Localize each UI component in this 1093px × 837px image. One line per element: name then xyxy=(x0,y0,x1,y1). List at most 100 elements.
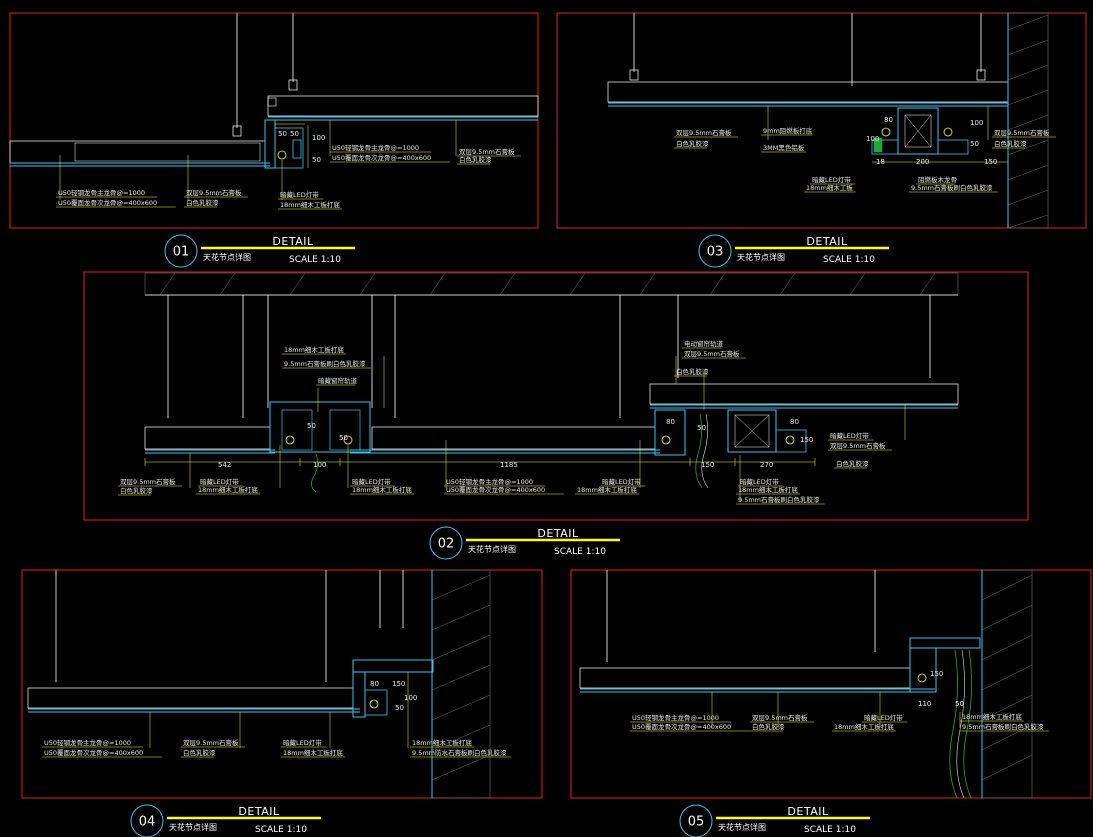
annotation-label: 9.5mm石膏板刷白色乳胶漆 xyxy=(911,183,993,192)
annotation-label: 18mm细木工板打底 xyxy=(412,738,472,747)
annotation-label: U50轻钢龙骨主龙骨@=1000 xyxy=(332,143,419,152)
detail-05-section xyxy=(579,569,1033,799)
detail-scale: SCALE 1:10 xyxy=(823,255,875,265)
detail-title: DETAIL xyxy=(238,805,280,818)
annotation-label: U50轻钢龙骨主龙骨@=1000 xyxy=(632,713,719,722)
dimension-label: 50 xyxy=(339,434,348,442)
detail-number-circle xyxy=(164,234,198,268)
detail-number: 03 xyxy=(707,245,724,260)
annotation-label: 双层9.5mm石膏板 xyxy=(183,738,239,747)
dimension-label: 50 xyxy=(970,140,979,148)
detail-scale: SCALE 1:10 xyxy=(289,255,341,265)
annotation-label: 暗藏LED灯带 xyxy=(200,477,239,486)
annotation-label: 双层9.5mm石膏板 xyxy=(186,188,242,197)
detail-number-circle xyxy=(698,234,732,268)
detail-scale: SCALE 1:10 xyxy=(255,825,307,835)
detail-title: DETAIL xyxy=(272,235,314,248)
dimension-label: 150 xyxy=(984,158,997,166)
annotation-label: 白色乳胶漆 xyxy=(994,139,1027,148)
detail-04-frame xyxy=(21,569,543,799)
annotation-label: 白色乳胶漆 xyxy=(676,139,709,148)
detail-02-section xyxy=(144,272,959,500)
detail-number-circle xyxy=(130,804,164,837)
detail-number-circle xyxy=(679,804,713,837)
annotation-label: 18mm细木工板打底 xyxy=(352,485,412,494)
annotations-05: U50轻钢龙骨主龙骨@=1000U50覆面龙骨次龙骨@=400x600双层9.5… xyxy=(630,670,1049,732)
annotation-label: 18mm细木工板打底 xyxy=(283,748,343,757)
annotation-label: 电动窗帘轨道 xyxy=(684,339,724,348)
annotation-label: U50轻钢龙骨主龙骨@=1000 xyxy=(44,738,131,747)
annotation-label: 9mm阻燃板打底 xyxy=(763,126,813,135)
annotations-03: 双层9.5mm石膏板白色乳胶漆9mm阻燃板打底3MM黑色铝板暗藏LED灯带18m… xyxy=(674,116,1056,193)
detail-subtitle: 天花节点详图 xyxy=(468,544,516,554)
dimension-label: 80 xyxy=(666,418,675,426)
detail-02-frame xyxy=(83,271,1029,521)
dimension-label: 50 xyxy=(697,424,706,432)
annotation-label: 18mm细木工板打底 xyxy=(962,712,1022,721)
annotation-label: 双层9.5mm石膏板 xyxy=(676,128,732,137)
annotation-label: U50覆面龙骨次龙骨@=400x600 xyxy=(44,748,143,757)
detail-03-section xyxy=(607,12,1049,229)
annotation-label: 双层9.5mm石膏板 xyxy=(120,477,176,486)
dimension-label: 50 xyxy=(312,156,321,164)
annotation-label: 白色乳胶漆 xyxy=(676,367,709,376)
dimension-label: 110 xyxy=(918,700,931,708)
annotation-label: 白色乳胶漆 xyxy=(752,722,785,731)
annotation-label: 白色乳胶漆 xyxy=(459,155,492,164)
dimension-label: 1185 xyxy=(500,461,518,469)
detail-number: 04 xyxy=(139,815,156,830)
annotation-label: 白色乳胶漆 xyxy=(836,459,869,468)
annotation-label: U50轻钢龙骨主龙骨@=1000 xyxy=(446,477,533,486)
annotation-label: 暗藏LED灯带 xyxy=(812,175,851,184)
dimension-label: 150 xyxy=(800,436,813,444)
detail-scale: SCALE 1:10 xyxy=(804,825,856,835)
annotation-label: U50覆面龙骨次龙骨@=400x600 xyxy=(632,722,731,731)
detail-number: 01 xyxy=(173,245,190,260)
dimension-label: 18 xyxy=(876,158,885,166)
detail-04-section xyxy=(27,569,491,799)
detail-number: 02 xyxy=(438,537,455,552)
annotation-label: 18mm细木工板打底 xyxy=(577,485,637,494)
dimension-label: 100 xyxy=(970,119,983,127)
annotation-label: 暗藏窗帘轨道 xyxy=(318,376,358,385)
detail-03-frame xyxy=(556,12,1087,229)
annotation-label: 暗藏LED灯带 xyxy=(740,477,779,486)
dimension-label: 270 xyxy=(760,461,773,469)
annotation-label: 双层9.5mm石膏板 xyxy=(994,128,1050,137)
annotation-label: 白色乳胶漆 xyxy=(183,748,216,757)
annotation-label: U50覆面龙骨次龙骨@=400x600 xyxy=(446,485,545,494)
annotation-label: 18mm细木工板打底 xyxy=(198,485,258,494)
detail-subtitle: 天花节点详图 xyxy=(718,822,766,832)
dimension-label: 80 xyxy=(790,418,799,426)
detail-scale: SCALE 1:10 xyxy=(554,547,606,557)
detail-title: DETAIL xyxy=(806,235,848,248)
dimension-label: 50 xyxy=(290,130,299,138)
dimension-label: 80 xyxy=(370,680,379,688)
detail-05-frame xyxy=(570,569,1092,799)
annotation-label: U50覆面龙骨次龙骨@=400x600 xyxy=(332,153,431,162)
dimension-label: 100 xyxy=(404,694,417,702)
annotation-label: 双层9.5mm石膏板 xyxy=(830,441,886,450)
annotation-label: 9.5mm石膏板刷白色乳胶漆 xyxy=(962,722,1044,731)
dimension-label: 150 xyxy=(930,670,943,678)
annotation-label: 3MM黑色铝板 xyxy=(763,143,805,152)
annotation-label: 暗藏LED灯带 xyxy=(280,190,319,199)
dimension-label: 542 xyxy=(218,461,231,469)
annotation-label: 双层9.5mm石膏板 xyxy=(459,147,515,156)
annotation-label: 18mm细木工板打底 xyxy=(738,485,798,494)
annotation-label: 暗藏LED灯带 xyxy=(283,738,322,747)
dimension-label: 150 xyxy=(701,461,714,469)
dimension-label: 50 xyxy=(955,700,964,708)
annotation-label: 阻燃板木龙骨 xyxy=(918,175,957,184)
dimension-label: 50 xyxy=(307,422,316,430)
annotations-02: 18mm细木工板打底9.5mm石膏板刷白色乳胶漆暗藏窗帘轨道双层9.5mm石膏板… xyxy=(118,339,892,505)
annotation-label: 暗藏LED灯带 xyxy=(864,713,903,722)
annotation-label: 9.5mm石膏板刷白色乳胶漆 xyxy=(738,495,820,504)
annotation-label: 18mm细木工板打底 xyxy=(834,722,894,731)
annotation-label: 暗藏LED灯带 xyxy=(602,477,641,486)
